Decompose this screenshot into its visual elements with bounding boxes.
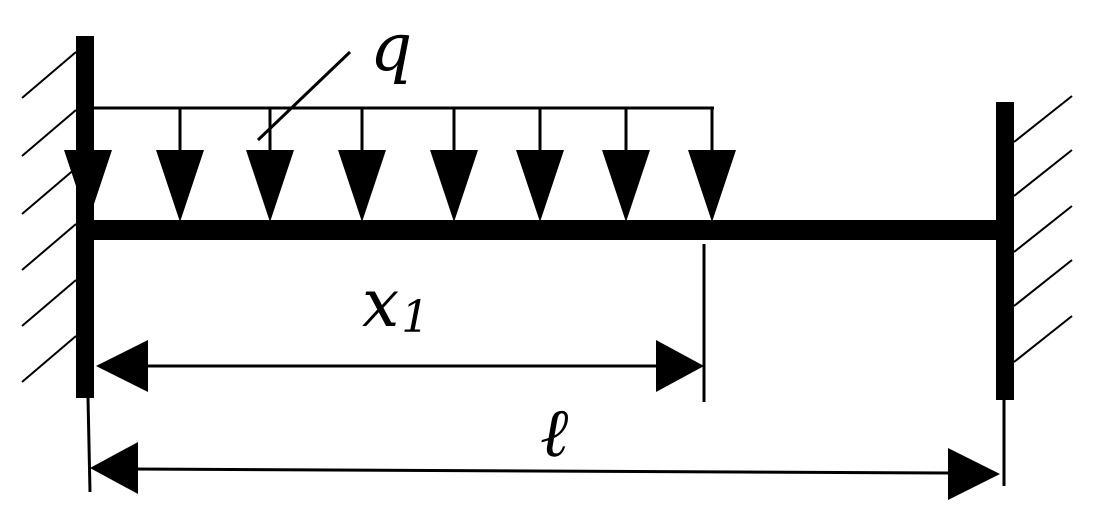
load-label: q	[370, 9, 412, 86]
span-label-subscript: 1	[401, 292, 429, 343]
load-arrow-head-8	[688, 150, 736, 222]
length-dimension-line	[133, 467, 951, 475]
load-arrow-head-4	[338, 150, 386, 222]
load-arrow-head-2	[156, 150, 204, 222]
span-label: x1	[362, 265, 429, 343]
load-arrow-head-7	[602, 150, 650, 222]
left-fixed-support	[21, 36, 94, 398]
load-arrow-head-5	[430, 150, 478, 222]
length-extension-left	[86, 397, 92, 493]
span-dimension: x1	[96, 244, 706, 402]
load-arrow-head-1	[64, 150, 112, 222]
length-arrowhead-left	[90, 442, 138, 494]
distributed-load	[64, 106, 736, 222]
length-dimension: ℓ	[86, 394, 1006, 500]
load-arrows	[64, 108, 736, 222]
span-arrowhead-right	[656, 340, 704, 392]
beam	[94, 220, 998, 240]
load-label-leader	[256, 50, 352, 142]
right-wall-hatching	[1013, 95, 1073, 363]
length-arrowhead-right	[948, 448, 1000, 500]
left-wall-hatching	[21, 51, 77, 383]
right-fixed-support	[996, 95, 1073, 400]
span-arrowhead-left	[96, 340, 148, 392]
load-arrow-head-6	[516, 150, 564, 222]
length-label: ℓ	[540, 394, 568, 473]
left-wall	[76, 36, 94, 398]
load-arrow-head-3	[246, 150, 294, 222]
right-wall	[996, 102, 1014, 400]
span-label-main: x	[362, 265, 399, 342]
